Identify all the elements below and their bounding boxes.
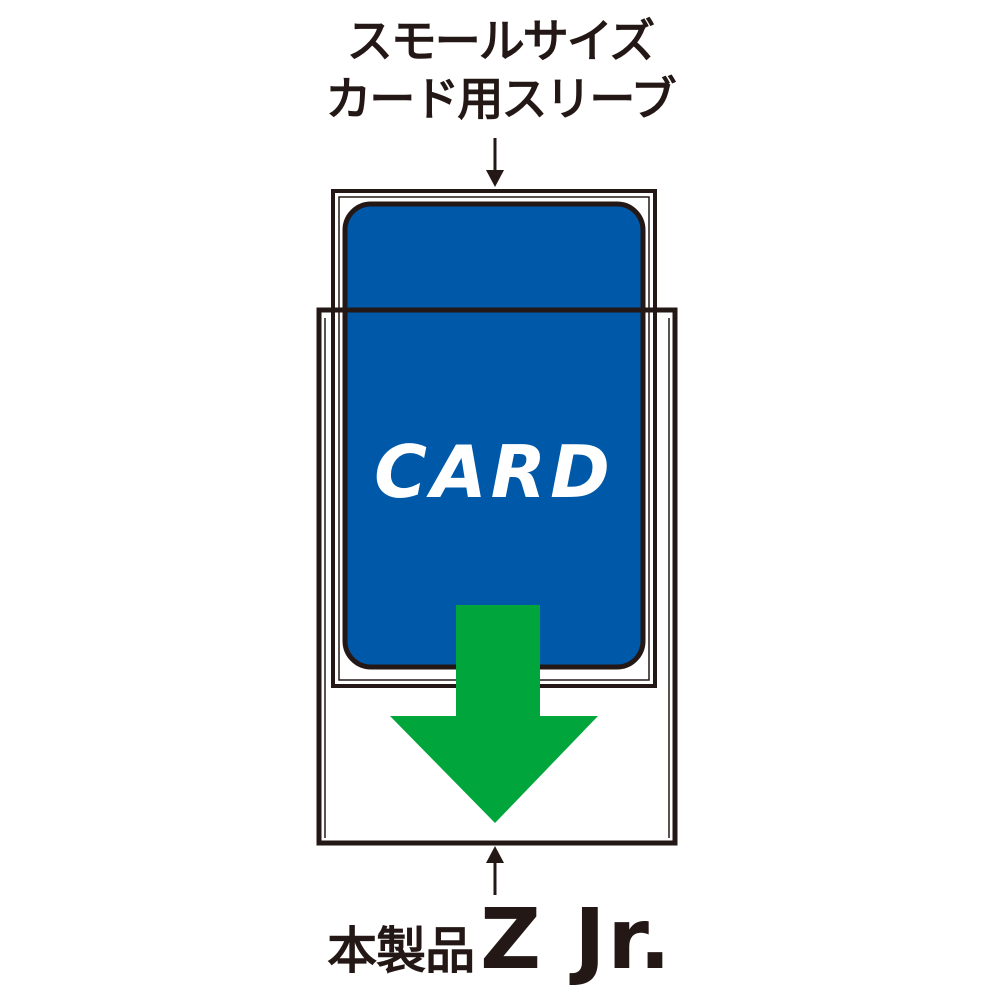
sleeve-label: スモールサイズ カード用スリーブ (0, 12, 1000, 128)
arrow-down-large-icon (390, 605, 598, 823)
arrow-up-small-icon (486, 846, 504, 895)
sleeve-label-line2: カード用スリーブ (325, 72, 676, 126)
product-label-prefix: 本製品 (327, 922, 475, 980)
product-sleeve-outline (316, 307, 678, 846)
product-model-name: Z Jr. (480, 890, 673, 988)
product-label: 本製品Z Jr. (0, 890, 1000, 988)
card-brand: CARD (374, 430, 614, 514)
arrow-down-small-icon (486, 138, 504, 187)
sleeve-label-line1: スモールサイズ (346, 14, 656, 68)
